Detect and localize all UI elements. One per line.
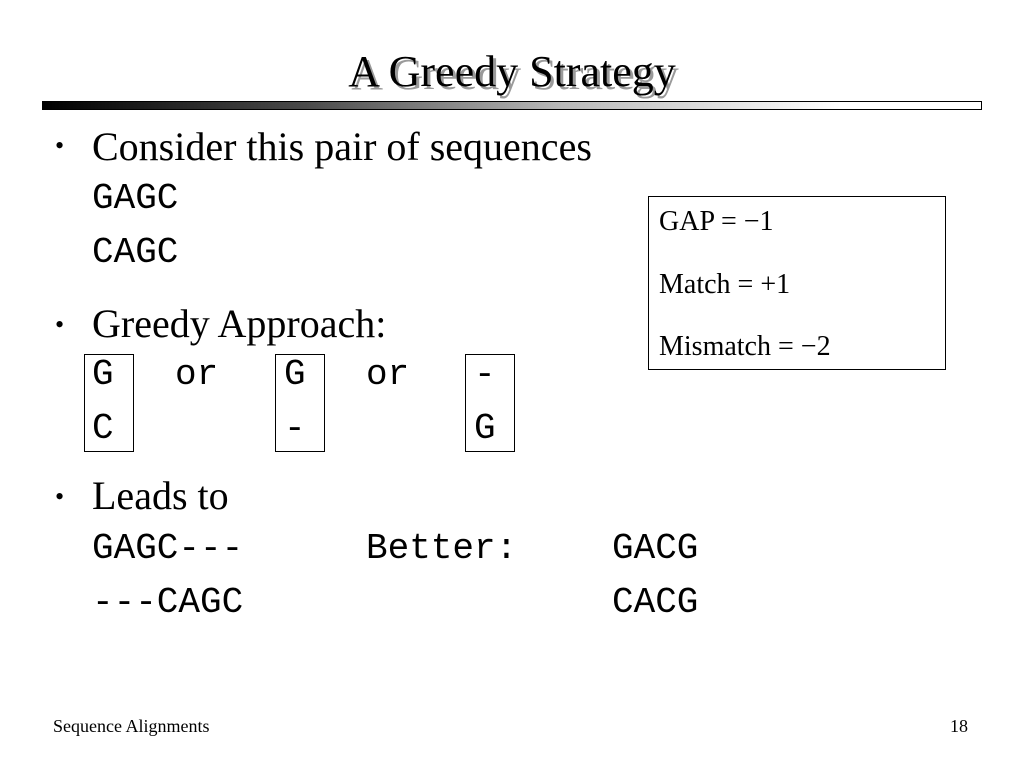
slide-title: A Greedy Strategy <box>348 47 676 96</box>
option-box-3 <box>465 354 515 452</box>
option-2-bottom: - <box>284 408 306 449</box>
slide-number: 18 <box>950 716 968 736</box>
or-separator-1: or <box>175 354 219 395</box>
greedy-result-line-2: ---CAGC <box>92 582 244 623</box>
gap-score: GAP = −1 <box>659 206 774 237</box>
better-line-2: CACG <box>612 582 699 623</box>
better-label: Better: <box>366 528 518 569</box>
sequence-line-1: GAGC <box>92 178 179 219</box>
bullet-text-consider: Consider this pair of sequences <box>92 124 592 169</box>
bullet-marker: • <box>55 482 65 511</box>
option-box-1 <box>84 354 134 452</box>
bullet-text-leads: Leads to <box>92 473 229 518</box>
option-box-2 <box>275 354 325 452</box>
bullet-marker: • <box>55 310 65 339</box>
option-3-top: - <box>474 354 496 395</box>
option-2-top: G <box>284 354 306 395</box>
footer-left-text: Sequence Alignments <box>53 716 210 736</box>
option-1-bottom: C <box>92 408 114 449</box>
bullet-marker: • <box>55 131 65 160</box>
mismatch-score: Mismatch = −2 <box>659 331 831 362</box>
match-score: Match = +1 <box>659 269 791 300</box>
or-separator-2: or <box>366 354 410 395</box>
option-3-bottom: G <box>474 408 496 449</box>
option-1-top: G <box>92 354 114 395</box>
sequence-line-2: CAGC <box>92 232 179 273</box>
better-line-1: GACG <box>612 528 699 569</box>
scoring-scheme-box: GAP = −1 Match = +1 Mismatch = −2 <box>648 196 946 370</box>
greedy-result-line-1: GAGC--- <box>92 528 244 569</box>
title-underline-bar <box>42 101 982 110</box>
bullet-text-greedy: Greedy Approach: <box>92 301 387 346</box>
